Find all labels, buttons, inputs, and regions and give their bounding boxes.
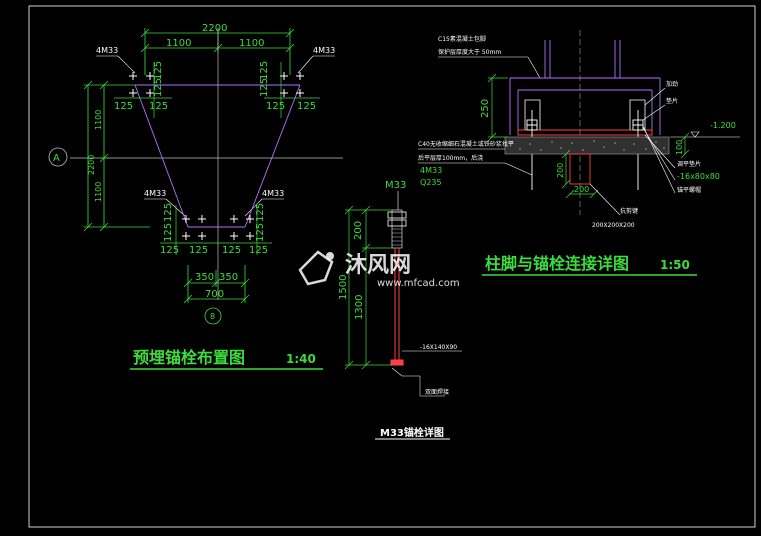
drawing-frame: [28, 5, 756, 528]
detail-shear-key: 抗剪键: [620, 207, 638, 215]
plan-label-4m33-bl: 4M33: [144, 189, 166, 198]
bolt-label: M33: [385, 180, 406, 191]
detail-grout-1: C40无收缩细石混凝土或铁砂浆找平: [418, 140, 514, 148]
watermark: 沐风网 www.mfcad.com: [298, 250, 460, 289]
plan-dim-125-v3: 125: [259, 61, 270, 80]
plan-dim-125-v2: 125: [153, 78, 164, 97]
plan-dim-125-v6: 125: [163, 223, 174, 242]
plan-side-bottom: 1100: [94, 182, 103, 202]
watermark-logo-icon: [298, 250, 334, 286]
detail-note-c15-1: C15素混凝土包脚: [438, 35, 486, 43]
grout-layer: [504, 136, 670, 155]
plan-bottom-left: 350: [195, 272, 214, 283]
plan-dim-125-3: 125: [266, 101, 285, 112]
plan-dim-125-v7: 125: [255, 203, 266, 222]
anchor-layout-plan: 2200 1100 1100 4M33 4M33 4M33 4M33 A 8: [48, 23, 343, 370]
bolt-detail-title: M33锚栓详图: [380, 426, 444, 439]
plan-label-4m33-tr: 4M33: [313, 46, 335, 55]
detail-dim-200h: 200: [574, 185, 589, 194]
detail-leveling-nut: 锚平螺帽: [677, 186, 701, 194]
detail-scale: 1:50: [660, 258, 690, 272]
detail-washer-label: 垫片: [666, 97, 678, 105]
watermark-url: www.mfcad.com: [377, 278, 460, 289]
detail-dim-100: 100: [675, 140, 684, 155]
plan-top-right: 1100: [239, 38, 264, 49]
plan-bottom-total: 700: [205, 289, 224, 300]
detail-note-c15-2: 保护层厚度大于 50mm: [438, 48, 501, 56]
plan-title: 预埋锚栓布置图: [133, 348, 245, 367]
plan-dim-125-v5: 125: [163, 203, 174, 222]
axis-bubble-a: [48, 147, 68, 167]
plan-side-top: 1100: [94, 110, 103, 130]
plan-top-total: 2200: [202, 23, 227, 34]
axis-bubble-b: [204, 307, 222, 325]
detail-grout-2: 后平层厚100mm，后浇: [418, 154, 483, 162]
column-base-detail: C15素混凝土包脚 保护层厚度大于 50mm: [418, 30, 740, 276]
bolt-weld-note: 双面焊接: [425, 388, 449, 396]
plan-dim-125-2: 125: [149, 101, 168, 112]
plan-scale: 1:40: [286, 352, 316, 366]
plan-label-4m33-br: 4M33: [262, 189, 284, 198]
plan-dim-125-v8: 125: [255, 223, 266, 242]
plan-bottom-right: 350: [219, 272, 238, 283]
anchor-bolt-detail: M33 200 1500 1300 -16X140X90: [338, 180, 462, 440]
axis-label-b: 8: [210, 312, 215, 321]
plan-dim-125-6: 125: [189, 245, 208, 256]
detail-leveling-washer: 调平垫片: [677, 160, 701, 168]
plan-label-4m33-tl: 4M33: [96, 46, 118, 55]
plan-dim-125-5: 125: [160, 245, 179, 256]
detail-grade: Q235: [420, 178, 442, 187]
bolt-dim-200: 200: [353, 221, 364, 240]
watermark-brand: 沐风网: [345, 253, 411, 278]
bolt-dim-1300: 1300: [354, 295, 365, 320]
plan-bolt-crosses: [129, 72, 304, 240]
plan-dim-125-v4: 125: [259, 78, 270, 97]
plan-dim-125-1: 125: [114, 101, 133, 112]
axis-label-a: A: [53, 153, 60, 164]
detail-bolt-count: 4M33: [420, 166, 442, 175]
detail-dim-200v: 200: [556, 163, 565, 178]
plan-top-left: 1100: [166, 38, 191, 49]
detail-shear-key-size: 200X200X200: [592, 222, 635, 229]
plan-dim-125-v1: 125: [153, 61, 164, 80]
detail-plate-size: -16x80x80: [677, 172, 720, 181]
detail-dim-250: 250: [480, 99, 491, 118]
plan-side-total: 2200: [87, 155, 96, 175]
detail-elevation: -1.200: [710, 121, 736, 130]
plan-dim-125-8: 125: [249, 245, 268, 256]
detail-rib-label: 加劲: [666, 80, 678, 88]
detail-title: 柱脚与锚栓连接详图: [485, 254, 629, 273]
plan-dim-125-4: 125: [297, 101, 316, 112]
bolt-dim-1500: 1500: [338, 275, 349, 300]
plan-dim-125-7: 125: [222, 245, 241, 256]
bolt-plate-label: -16X140X90: [420, 344, 457, 351]
